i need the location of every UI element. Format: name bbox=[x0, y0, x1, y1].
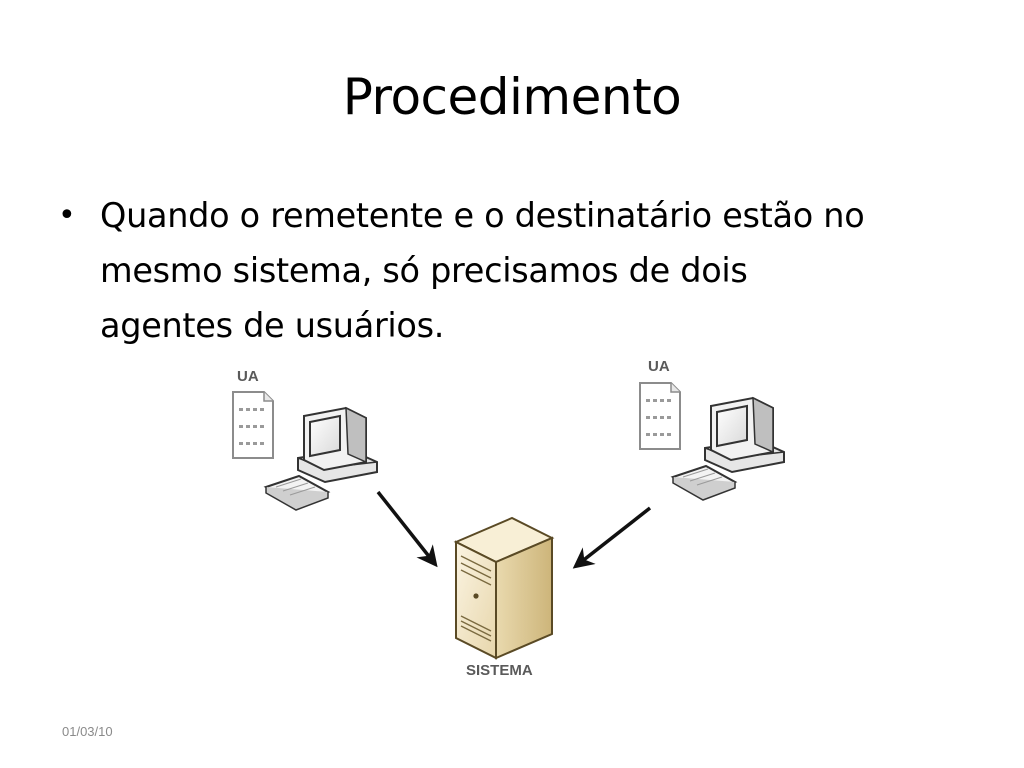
bullet-dot-icon: • bbox=[58, 198, 76, 233]
bullet-list: • Quando o remetente e o destinatário es… bbox=[58, 188, 988, 353]
left-user-agent: UA bbox=[232, 368, 378, 511]
left-document-icon bbox=[232, 391, 274, 459]
mail-system-diagram: UA bbox=[232, 358, 785, 679]
slide-title: Procedimento bbox=[342, 68, 682, 126]
right-computer-icon bbox=[670, 396, 785, 501]
bullet-text-line-2: mesmo sistema, só precisamos de dois bbox=[100, 251, 748, 290]
left-computer-icon bbox=[263, 406, 378, 511]
left-arrow-icon bbox=[376, 490, 438, 568]
left-ua-label: UA bbox=[237, 368, 259, 385]
right-document-icon bbox=[639, 382, 681, 450]
footer-date: 01/03/10 bbox=[62, 724, 113, 739]
bullet-text-line-1: Quando o remetente e o destinatário estã… bbox=[100, 196, 865, 235]
bullet-text-line-3: agentes de usuários. bbox=[100, 306, 445, 345]
right-arrow-icon bbox=[572, 506, 652, 569]
server-icon bbox=[453, 516, 555, 660]
bullet-item: • Quando o remetente e o destinatário es… bbox=[58, 188, 988, 353]
right-user-agent: UA bbox=[639, 358, 785, 501]
right-ua-label: UA bbox=[648, 358, 670, 375]
server-label: SISTEMA bbox=[466, 662, 533, 679]
